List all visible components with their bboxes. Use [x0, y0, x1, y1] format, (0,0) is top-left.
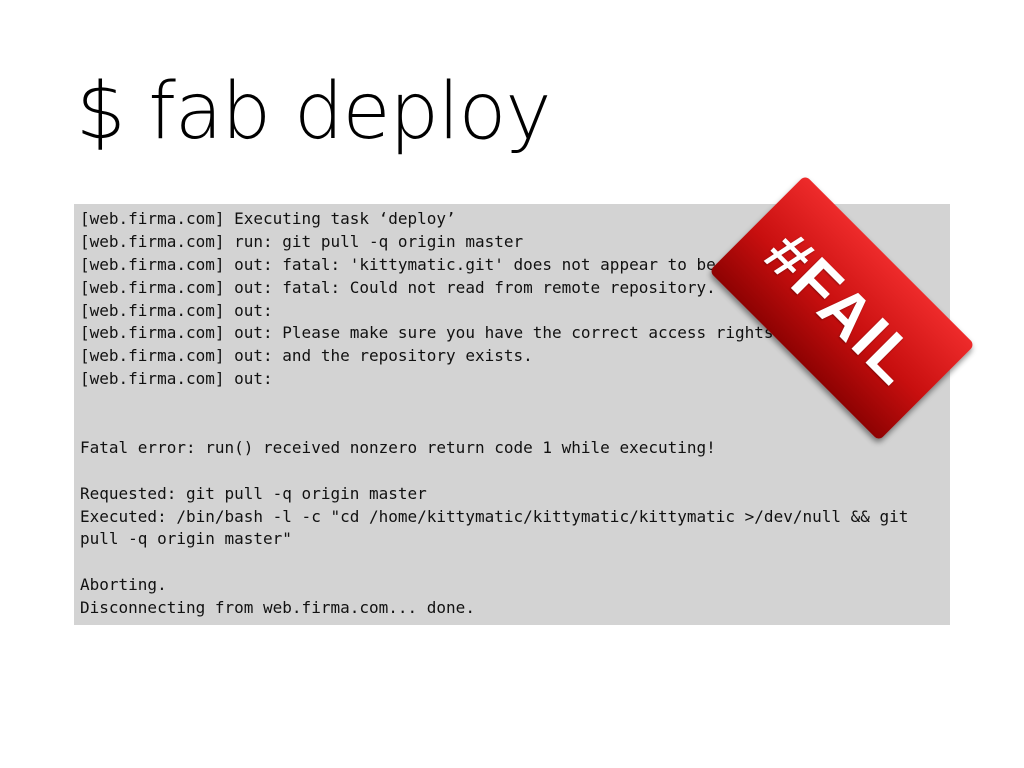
terminal-line: [web.firma.com] out: and the repository … [80, 346, 533, 366]
terminal-line: Fatal error: run() received nonzero retu… [80, 437, 716, 457]
terminal-line [80, 460, 950, 483]
terminal-line: [web.firma.com] out: Please make sure yo… [80, 323, 774, 343]
terminal-line: Disconnecting from web.firma.com... done… [80, 598, 475, 618]
terminal-line: [web.firma.com] run: git pull -q origin … [80, 231, 524, 251]
terminal-line: pull -q origin master" [80, 529, 292, 549]
terminal-line: Requested: git pull -q origin master [80, 483, 427, 503]
terminal-line: [web.firma.com] out: fatal: Could not re… [80, 277, 716, 297]
terminal-line [80, 414, 950, 437]
terminal-line [80, 391, 950, 414]
slide-title: $ fab deploy [76, 67, 552, 157]
terminal-line: Executed: /bin/bash -l -c "cd /home/kitt… [80, 506, 909, 526]
terminal-line: [web.firma.com] Executing task ‘deploy’ [80, 209, 456, 228]
terminal-line: Aborting. [80, 575, 167, 595]
terminal-line [80, 551, 950, 574]
terminal-line: [web.firma.com] out: [80, 300, 273, 320]
terminal-line: [web.firma.com] out: [80, 369, 273, 389]
